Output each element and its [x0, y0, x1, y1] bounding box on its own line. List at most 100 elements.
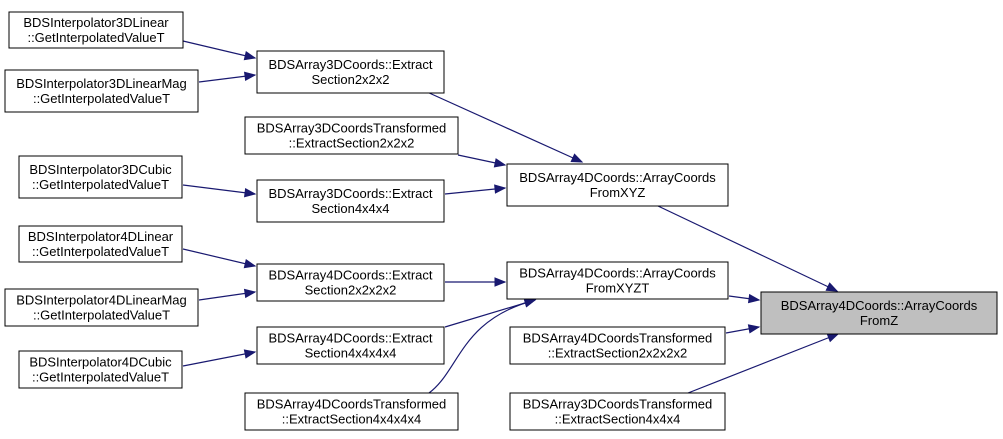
node-bdsinterpolator3-dlinear-get-interpolated-value-t[interactable]: BDSInterpolator3DLinear::GetInterpolated… — [8, 11, 184, 49]
node-label-line: BDSArray3DCoords::Extract — [269, 186, 433, 201]
node-bdsarray4-dcoords-extract-section4x4x4x4[interactable]: BDSArray4DCoords::ExtractSection4x4x4x4 — [256, 326, 445, 365]
node-label-line: BDSArray4DCoords::Extract — [269, 268, 433, 283]
arrowhead — [243, 288, 257, 299]
edge-n15-to-n13 — [182, 349, 257, 367]
node-label-line: Section4x4x4 — [311, 201, 389, 216]
edge-n3-to-n7 — [426, 91, 584, 163]
node-box[interactable] — [506, 163, 729, 207]
node-label-line: ::GetInterpolatedValueT — [27, 30, 164, 45]
node-label-line: BDSArray4DCoordsTransformed — [523, 331, 713, 346]
node-box[interactable] — [506, 261, 729, 300]
arrowhead — [825, 282, 839, 292]
node-box[interactable] — [256, 50, 445, 94]
arrowhead — [243, 258, 257, 269]
node-label-line: BDSArray4DCoordsTransformed — [257, 397, 447, 412]
edge-line — [182, 248, 256, 267]
node-label-line: BDSArray3DCoords::Extract — [269, 57, 433, 72]
node-box[interactable] — [760, 291, 998, 335]
node-box[interactable] — [18, 155, 183, 199]
node-label-line: BDSInterpolator3DLinear — [23, 15, 169, 30]
node-box[interactable] — [509, 392, 726, 431]
edge-n8-to-n9 — [182, 248, 257, 269]
edge-n16-to-n10 — [428, 298, 537, 394]
edge-line — [182, 351, 256, 367]
node-box[interactable] — [244, 392, 459, 431]
arrowhead — [243, 349, 257, 359]
edge-n11-to-n9 — [198, 288, 257, 301]
node-label-line: Section4x4x4x4 — [305, 346, 397, 361]
node-label-line: BDSInterpolator4DCubic — [29, 355, 172, 370]
arrowhead — [747, 324, 761, 334]
node-bdsarray4-dcoords-transformed-extract-section4x4x4x4[interactable]: BDSArray4DCoordsTransformed::ExtractSect… — [244, 392, 459, 431]
nodes-layer: BDSInterpolator3DLinear::GetInterpolated… — [4, 11, 998, 431]
arrowhead — [243, 50, 257, 61]
node-label-line: ::GetInterpolatedValueT — [32, 370, 169, 385]
node-label-line: BDSInterpolator4DLinear — [28, 229, 174, 244]
node-bdsarray3-dcoords-extract-section4x4x4[interactable]: BDSArray3DCoords::ExtractSection4x4x4 — [256, 179, 445, 223]
edge-n5-to-n6 — [182, 184, 257, 198]
node-label-line: Section2x2x2x2 — [305, 283, 397, 298]
edge-line — [657, 205, 838, 292]
node-bdsarray3-dcoords-extract-section2x2x2[interactable]: BDSArray3DCoords::ExtractSection2x2x2 — [256, 50, 445, 94]
node-label-line: FromXYZT — [586, 281, 650, 296]
node-label-line: ::ExtractSection4x4x4x4 — [282, 412, 421, 427]
node-bdsarray4-dcoords-extract-section2x2x2x2[interactable]: BDSArray4DCoords::ExtractSection2x2x2x2 — [256, 263, 445, 302]
node-label-line: BDSArray4DCoords::ArrayCoords — [519, 266, 716, 281]
arrowhead — [494, 277, 507, 287]
edge-n10-to-n12 — [728, 293, 761, 304]
edge-line — [182, 40, 256, 59]
node-label-line: ::ExtractSection2x2x2 — [289, 136, 415, 151]
node-label-line: ::GetInterpolatedValueT — [32, 177, 169, 192]
node-label-line: BDSInterpolator4DLinearMag — [16, 293, 187, 308]
node-bdsinterpolator3-dcubic-get-interpolated-value-t[interactable]: BDSInterpolator3DCubic::GetInterpolatedV… — [18, 155, 183, 199]
edge-n4-to-n7 — [457, 154, 507, 168]
arrowhead — [494, 184, 507, 194]
node-label-line: ::ExtractSection4x4x4 — [555, 412, 681, 427]
node-label-line: BDSInterpolator3DCubic — [29, 162, 172, 177]
node-box[interactable] — [18, 350, 183, 389]
edge-n1-to-n3 — [182, 40, 257, 61]
node-label-line: BDSArray4DCoords::ArrayCoords — [781, 298, 978, 313]
edges-layer — [182, 40, 840, 394]
node-box[interactable] — [8, 11, 184, 49]
edge-line — [182, 184, 256, 195]
arrowhead — [243, 187, 257, 198]
node-box[interactable] — [4, 69, 199, 113]
node-label-line: BDSInterpolator3DLinearMag — [16, 76, 187, 91]
node-bdsarray4-dcoords-transformed-extract-section2x2x2x2[interactable]: BDSArray4DCoordsTransformed::ExtractSect… — [509, 326, 726, 365]
edge-n9-to-n10 — [445, 277, 507, 287]
node-label-line: BDSArray4DCoords::ArrayCoords — [519, 170, 716, 185]
node-label-line: BDSArray3DCoordsTransformed — [257, 121, 447, 136]
node-box[interactable] — [509, 326, 726, 365]
node-box[interactable] — [18, 225, 183, 263]
arrowhead — [523, 298, 537, 308]
node-label-line: ::GetInterpolatedValueT — [32, 244, 169, 259]
node-bdsarray3-dcoords-transformed-extract-section4x4x4[interactable]: BDSArray3DCoordsTransformed::ExtractSect… — [509, 392, 726, 431]
node-bdsinterpolator4-dlinear-get-interpolated-value-t[interactable]: BDSInterpolator4DLinear::GetInterpolated… — [18, 225, 183, 263]
node-box[interactable] — [256, 326, 445, 365]
node-label-line: Section2x2x2 — [311, 72, 389, 87]
node-box[interactable] — [244, 116, 459, 155]
node-bdsinterpolator4-dcubic-get-interpolated-value-t[interactable]: BDSInterpolator4DCubic::GetInterpolatedV… — [18, 350, 183, 389]
node-box[interactable] — [256, 263, 445, 302]
arrowhead — [493, 158, 507, 168]
edge-n13-to-n10 — [444, 298, 537, 328]
edge-n7-to-n12 — [657, 205, 839, 292]
node-box[interactable] — [256, 179, 445, 223]
node-bdsinterpolator3-dlinear-mag-get-interpolated-value-t[interactable]: BDSInterpolator3DLinearMag::GetInterpola… — [4, 69, 199, 113]
node-box[interactable] — [4, 288, 199, 327]
arrowhead — [747, 293, 761, 304]
node-label-line: ::ExtractSection2x2x2x2 — [548, 346, 687, 361]
node-label-line: BDSArray3DCoordsTransformed — [523, 397, 713, 412]
edge-line — [428, 299, 536, 394]
edge-line — [687, 333, 839, 394]
node-label-line: ::GetInterpolatedValueT — [33, 308, 170, 323]
node-bdsarray3-dcoords-transformed-extract-section2x2x2[interactable]: BDSArray3DCoordsTransformed::ExtractSect… — [244, 116, 459, 155]
edge-n2-to-n3 — [198, 71, 257, 83]
node-bdsinterpolator4-dlinear-mag-get-interpolated-value-t[interactable]: BDSInterpolator4DLinearMag::GetInterpola… — [4, 288, 199, 327]
arrowhead — [826, 333, 840, 343]
